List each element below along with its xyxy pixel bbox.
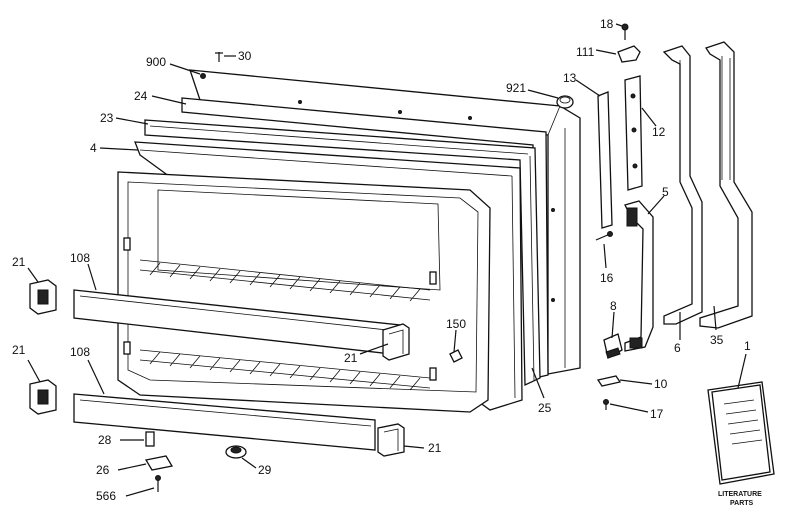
strip-13 <box>597 91 613 229</box>
literature-label-line1: LITERATURE <box>718 491 762 498</box>
label-16: 16 <box>600 271 614 285</box>
clip-10 <box>596 375 622 387</box>
label-900: 900 <box>146 55 166 69</box>
hinge-pin-28 <box>145 431 155 447</box>
label-23: 23 <box>100 111 114 125</box>
label-5: 5 <box>662 185 669 199</box>
label-21-lower-left: 21 <box>12 343 26 357</box>
label-1: 1 <box>744 339 751 353</box>
screw-18 <box>621 23 629 40</box>
cover-8 <box>603 333 623 360</box>
screw-30 <box>215 52 223 62</box>
hinge-plate-12 <box>624 75 643 191</box>
screw-17 <box>603 399 609 410</box>
label-566: 566 <box>96 489 116 503</box>
label-35: 35 <box>710 333 724 347</box>
screw-150 <box>449 349 463 363</box>
plug-921 <box>556 95 574 109</box>
handle-6 <box>662 45 703 325</box>
cap-29 <box>225 445 247 459</box>
label-150: 150 <box>446 317 466 331</box>
lower-shelf-ribs <box>139 349 431 391</box>
door-shelf-liner <box>117 171 491 413</box>
end-cap-upper-right <box>382 323 410 361</box>
label-6: 6 <box>674 341 681 355</box>
plate-26 <box>144 455 174 471</box>
end-cap-upper-left <box>29 279 57 315</box>
label-21-upper-right: 21 <box>344 351 358 365</box>
hinge-5 <box>624 200 654 352</box>
literature-booklet <box>707 381 775 485</box>
bracket-111 <box>617 45 641 63</box>
label-10: 10 <box>654 377 668 391</box>
handle-35 <box>699 41 753 329</box>
label-108-upper: 108 <box>70 251 90 265</box>
end-cap-lower-left <box>29 379 57 415</box>
shelf-bar-lower <box>73 393 376 451</box>
label-8: 8 <box>610 299 617 313</box>
label-30: 30 <box>238 49 252 63</box>
upper-shelf-ribs <box>139 259 431 302</box>
label-108-lower: 108 <box>70 345 90 359</box>
label-29: 29 <box>258 463 272 477</box>
label-13: 13 <box>563 71 577 85</box>
label-12: 12 <box>652 125 666 139</box>
label-18: 18 <box>600 17 614 31</box>
door-gasket <box>144 119 541 387</box>
label-4: 4 <box>90 141 97 155</box>
label-17: 17 <box>650 407 664 421</box>
label-921: 921 <box>506 81 526 95</box>
end-cap-lower-right <box>377 423 405 457</box>
screw-566 <box>155 475 161 492</box>
label-21-upper-left: 21 <box>12 255 26 269</box>
label-111: 111 <box>576 45 595 59</box>
callout-labels: 900 30 24 23 4 921 13 12 18 111 5 16 8 6… <box>12 17 762 507</box>
label-25: 25 <box>538 401 552 415</box>
label-24: 24 <box>134 89 148 103</box>
leader-lines <box>27 23 747 497</box>
literature-label-line2: PARTS <box>730 500 754 507</box>
screw-16 <box>595 231 613 241</box>
label-21-lower-right: 21 <box>428 441 442 455</box>
label-28: 28 <box>98 433 112 447</box>
label-26: 26 <box>96 463 110 477</box>
